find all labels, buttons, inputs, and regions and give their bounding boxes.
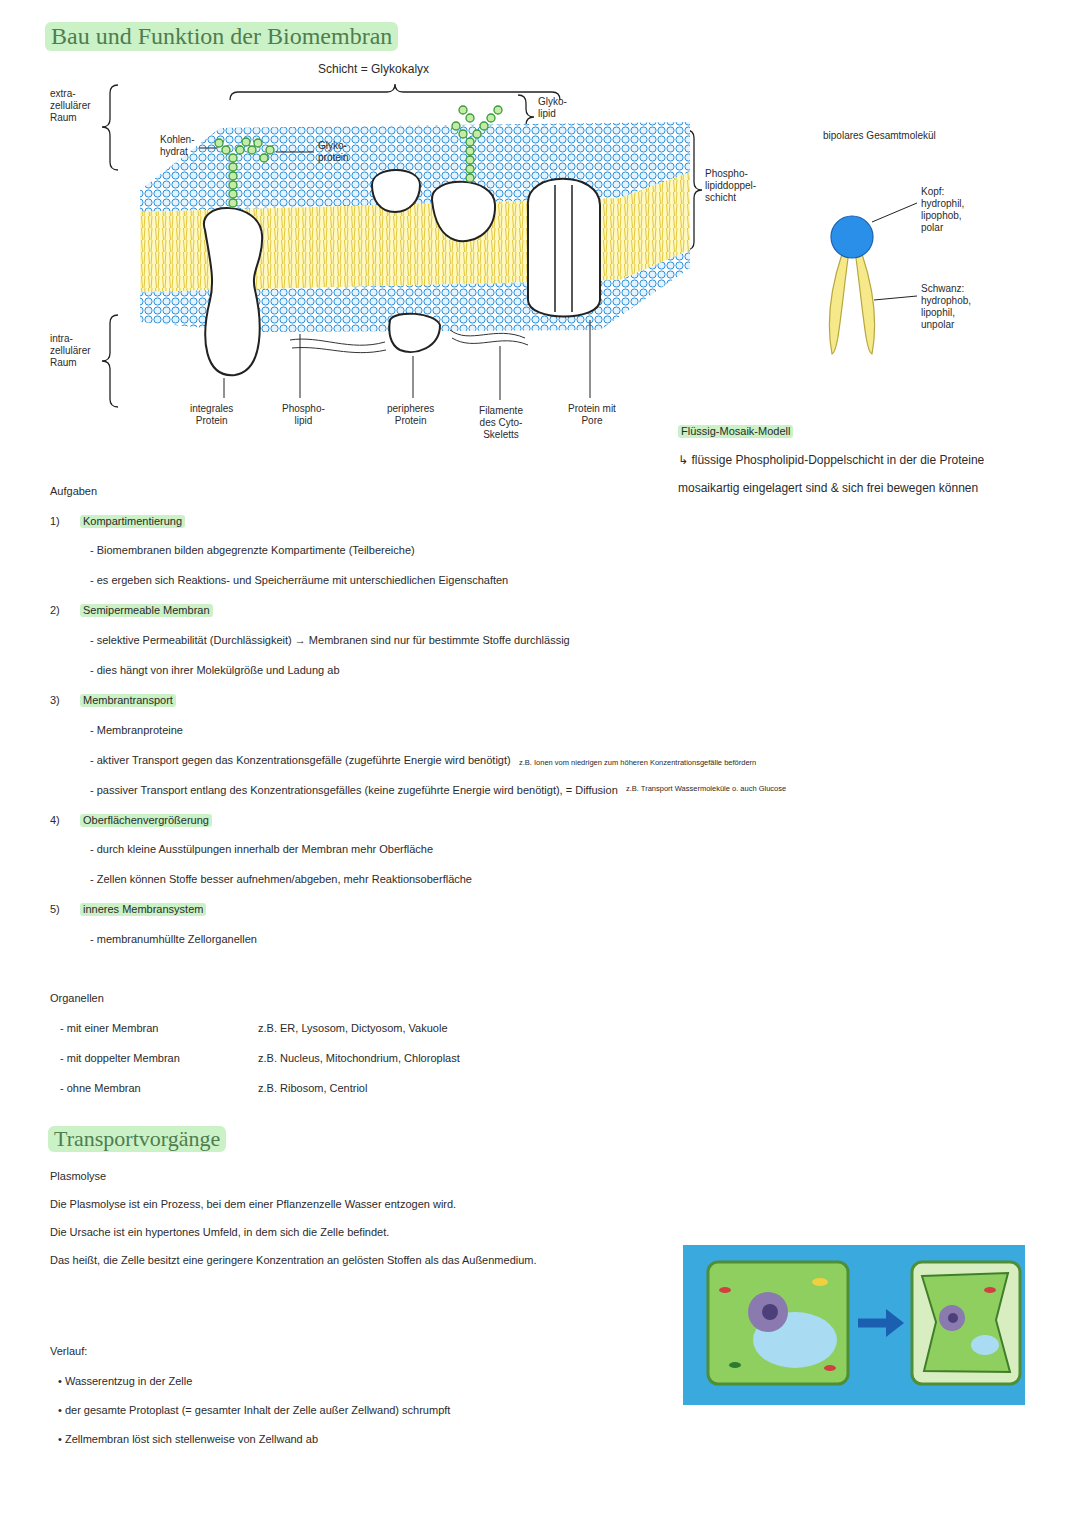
list-text: - Membranproteine [90,724,183,737]
example-note: z.B. Ionen vom niedrigen zum höheren Kon… [519,758,756,767]
brace [102,84,702,407]
list-heading: inneres Membransystem [80,903,206,916]
list-text: - aktiver Transport gegen das Konzentrat… [90,754,511,767]
example-note: z.B. Transport Wassermoleküle o. auch Gl… [626,784,811,793]
list-text: - membranumhüllte Zellorganellen [90,933,257,946]
list-number: 2) [50,604,60,617]
list-text: - durch kleine Ausstülpungen innerhalb d… [90,843,433,856]
page-title: Bau und Funktion der Biomembran [45,22,398,51]
body-text: Die Ursache ist ein hypertones Umfeld, i… [50,1226,389,1239]
example-text: z.B. ER, Lysosom, Dictyosom, Vakuole [258,1022,448,1035]
list-text: - dies hängt von ihrer Molekülgröße und … [90,664,340,677]
part-label: Kohlen- hydrat [160,134,194,158]
note-text: ↳ flüssige Phospholipid-Doppelschicht in… [678,446,1008,502]
property-label: Kopf: hydrophil, lipophob, polar [921,186,964,234]
region-label: intra- zellulärer Raum [50,333,91,369]
list-heading: Semipermeable Membran [80,604,213,617]
part-label: Phospho- lipid [282,403,325,427]
list-heading: Membrantransport [80,694,176,707]
part-label: integrales Protein [190,403,233,427]
section-heading: Aufgaben [50,485,97,498]
example-text: z.B. Ribosom, Centriol [258,1082,367,1095]
part-label: Glyko- protein [318,140,349,164]
list-text: - es ergeben sich Reaktions- und Speiche… [90,574,508,587]
list-text: - passiver Transport entlang des Konzent… [90,784,618,797]
list-heading: Kompartimentierung [80,515,185,528]
list-text: - ohne Membran [60,1082,141,1095]
leader-line [199,148,917,400]
list-text: - Biomembranen bilden abgegrenzte Kompar… [90,544,415,557]
phospholipid-molecule [829,216,875,354]
list-number: 4) [50,814,60,827]
list-text: - mit doppelter Membran [60,1052,180,1065]
part-label: Schicht = Glykokalyx [318,62,429,76]
region-label: extra- zellulärer Raum [50,88,91,124]
part-label: Phospho- lipiddoppel- schicht [705,168,756,204]
part-label: Protein mit Pore [562,403,622,427]
body-text: Die Plasmolyse ist ein Prozess, bei dem … [50,1198,456,1211]
body-text: Das heißt, die Zelle besitzt eine gering… [50,1248,620,1274]
section-heading: Organellen [50,992,104,1005]
plasmolysis-picture [683,1245,1025,1405]
list-number: 5) [50,903,60,916]
membrane-protein [204,170,600,375]
part-label: bipolares Gesamtmolekül [823,130,936,142]
bullet-text: • Wasserentzug in der Zelle [58,1375,192,1388]
part-label: peripheres Protein [387,403,434,427]
list-heading: Oberflächenvergrößerung [80,814,212,827]
list-text: - Zellen können Stoffe besser aufnehmen/… [90,873,472,886]
example-text: z.B. Nucleus, Mitochondrium, Chloroplast [258,1052,460,1065]
section-heading: Verlauf: [50,1345,87,1358]
section-heading: Plasmolyse [50,1170,106,1183]
list-number: 3) [50,694,60,707]
section-title: Transportvorgänge [48,1126,226,1152]
part-label: Glyko- lipid [538,96,567,120]
list-text: - mit einer Membran [60,1022,158,1035]
list-number: 1) [50,515,60,528]
part-label: Filamente des Cyto- Skeletts [470,405,532,441]
list-text: - selektive Permeabilität (Durchlässigke… [90,634,570,647]
protein-pore [555,185,572,312]
property-label: Schwanz: hydrophob, lipophil, unpolar [921,283,971,331]
bullet-text: • der gesamte Protoplast (= gesamter Inh… [58,1404,450,1417]
bullet-text: • Zellmembran löst sich stellenweise von… [58,1433,318,1446]
carbohydrate-chain [215,106,502,207]
model-heading: Flüssig-Mosaik-Modell [678,425,793,438]
